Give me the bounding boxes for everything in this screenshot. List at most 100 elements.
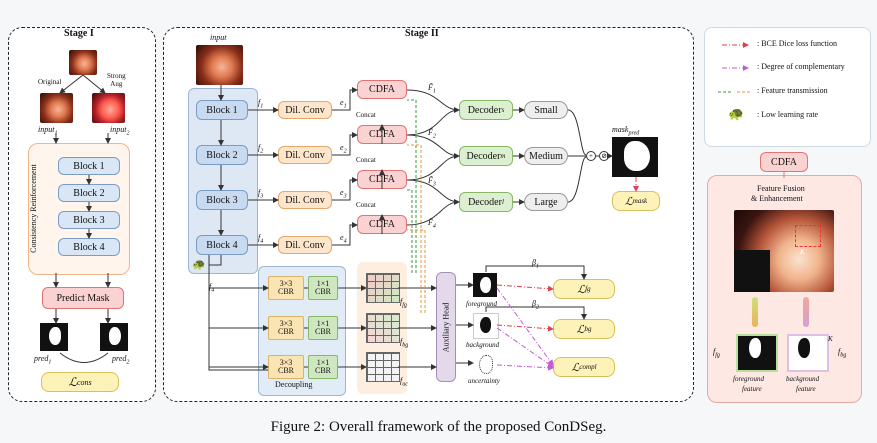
f4-left-label: f4 [209, 282, 215, 294]
bg-to-lossbg [496, 324, 554, 332]
f-bg-label: fbg [400, 337, 409, 349]
e1-label: e1 [340, 98, 347, 110]
dil-conv-4: Dil. Conv [278, 236, 332, 254]
background-label: background [466, 341, 500, 349]
legend-item-complementary: : Degree of complementary [757, 62, 845, 71]
cdfa3-to-decl [406, 179, 460, 205]
concat-label-1: Concat [356, 111, 376, 119]
stage1-pred-link-curve [59, 352, 109, 363]
stage2-input-image [196, 45, 243, 85]
stage1-strong-aug-label: Strong Aug [107, 72, 126, 88]
e2-label: e2 [340, 143, 347, 155]
stage1-pred1-label: pred1 [34, 354, 52, 366]
stage1-original-label: Original [38, 78, 62, 86]
legend-item-bce: : BCE Dice loss function [757, 39, 837, 48]
bg-k-label: K [828, 335, 833, 343]
background-blob [480, 317, 491, 333]
cdfa-dark-patch [734, 250, 770, 292]
cdfa-subtitle-1: Feature Fusion [757, 184, 805, 193]
cbr3-3: 3×3 CBR [268, 355, 304, 379]
f-uc-label: fuc [400, 376, 408, 388]
cdfa-double-arrow-left [752, 297, 758, 327]
f4-down-trunk [208, 255, 268, 371]
cdfa-f-bg-label: fbg [838, 347, 847, 359]
bg-transmission-2 [407, 144, 422, 313]
stage1-input2-image [92, 93, 125, 123]
stage1-pred2-blob [109, 327, 121, 345]
stage1-pred2-label: pred2 [112, 354, 130, 366]
stage1-input1-image [40, 93, 73, 123]
cdfa3-to-decm [406, 155, 460, 181]
dil1-to-cdfa1 [332, 87, 358, 111]
bg-to-compl [496, 327, 554, 368]
foreground-blob [480, 277, 491, 293]
uc-to-compl [496, 364, 554, 371]
bg-to-lossbg-beta [485, 306, 587, 320]
f4-label: f4 [258, 233, 264, 245]
cdfa-double-arrow-right [803, 297, 809, 327]
stage1-arrow-orig-to-input1 [59, 74, 84, 94]
bg-feature-blob [798, 338, 810, 358]
predict-mask-box: Predict Mask [42, 287, 124, 309]
f3-label: f3 [258, 188, 264, 200]
stage2-input-label: input [210, 33, 227, 42]
ftilde-1: F̃1 [428, 83, 436, 95]
dil2-to-cdfa2 [332, 132, 358, 156]
cbr1-2: 1×1 CBR [308, 316, 338, 340]
cbr1-3: 1×1 CBR [308, 355, 338, 379]
fg-feature-blob [749, 338, 761, 358]
fg-transmission-3 [407, 189, 413, 273]
legend-panel [704, 27, 871, 147]
f1-label: f1 [258, 98, 264, 110]
fg-transmission-1 [407, 99, 417, 273]
legend-item-low-lr: : Low learning rate [757, 110, 819, 119]
fg-to-lossfg-beta [485, 265, 587, 280]
bg-transmission-4 [407, 229, 426, 313]
foreground-label: foreground [466, 300, 497, 308]
beta1-label: β1 [532, 258, 539, 270]
stage1-title: Stage I [64, 28, 94, 39]
cdfa4-to-decl [406, 201, 460, 226]
cdfa2-to-decs [406, 109, 460, 136]
stage1-arrow-orig-to-input2 [82, 74, 106, 94]
cdfa-detail-title: CDFA [760, 152, 808, 172]
cdfa-k-region [795, 225, 821, 247]
mask-pred-label: maskpred [612, 125, 640, 137]
mask-pred-blob [624, 141, 650, 171]
cdfa1-to-decs [406, 89, 460, 113]
f-fg-label: ffg [400, 297, 407, 309]
dil4-to-cdfa4 [332, 222, 358, 246]
cbr1-1: 1×1 CBR [308, 276, 338, 300]
decoupling-label: Decoupling [275, 380, 313, 389]
e4-label: e4 [340, 233, 347, 245]
concat-label-3: Concat [356, 201, 376, 209]
stage1-original-image [69, 50, 97, 75]
stage2-title: Stage II [405, 28, 439, 39]
ftilde-2: F̃2 [428, 128, 436, 140]
bg-feature-caption-1: background [786, 375, 820, 383]
uncertainty-label: uncertainty [468, 377, 500, 385]
uncertainty-blob [479, 355, 493, 374]
stage1-input2-label: input2 [110, 125, 130, 137]
stage1-pred1-blob [49, 327, 61, 345]
fg-to-compl [496, 287, 554, 366]
concat-label-2: Concat [356, 156, 376, 164]
fg-feature-caption-1: foreground [733, 375, 764, 383]
f2-label: f2 [258, 143, 264, 155]
cdfa2-to-decm [406, 134, 460, 159]
beta2-label: β2 [532, 299, 539, 311]
cdfa-f-fg-label: ffg [713, 347, 720, 359]
figure-caption: Figure 2: Overall framework of the propo… [270, 419, 607, 435]
dil3-to-cdfa3 [332, 177, 358, 201]
cdfa-k-label: K [800, 248, 805, 256]
large-to-sum [567, 156, 587, 203]
encoder-turtle-icon: 🐢 [192, 259, 206, 271]
fg-feature-caption-2: feature [742, 385, 762, 393]
block4-to-trunk [209, 255, 222, 266]
